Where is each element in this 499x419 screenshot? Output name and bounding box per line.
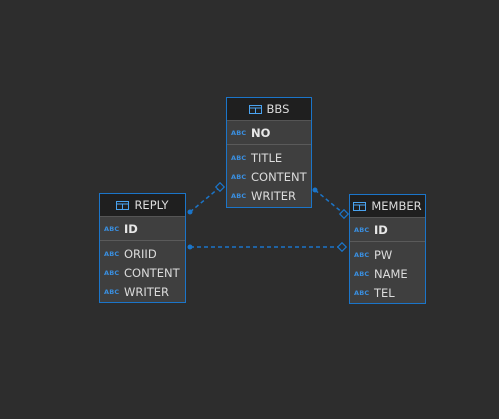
entity-header[interactable]: REPLY <box>100 194 185 217</box>
column-name: WRITER <box>124 284 170 299</box>
column-name: NAME <box>374 266 408 281</box>
column-name: ID <box>124 221 138 236</box>
column-name: TEL <box>374 285 395 300</box>
entity-header[interactable]: BBS <box>227 98 311 121</box>
column-name: PW <box>374 247 393 262</box>
column-name: CONTENT <box>124 265 180 280</box>
column-name: TITLE <box>251 150 283 165</box>
column-row[interactable]: ABC TITLE <box>227 148 311 167</box>
column-row[interactable]: ABC TEL <box>350 283 425 302</box>
abc-type-icon: ABC <box>354 288 370 297</box>
relation-reply-bbs <box>189 187 220 213</box>
abc-type-icon: ABC <box>104 268 120 277</box>
entity-title: BBS <box>266 102 290 116</box>
column-row[interactable]: ABC CONTENT <box>100 263 185 282</box>
abc-type-icon: ABC <box>231 128 247 137</box>
column-name: ORIID <box>124 246 157 261</box>
column-name: NO <box>251 125 271 140</box>
entity-member[interactable]: MEMBER ABC ID ABC PW ABC NAME ABC TEL <box>349 194 426 304</box>
table-icon <box>353 201 367 211</box>
relation-endpoint-dot <box>312 187 318 193</box>
relation-endpoint-diamond <box>338 208 350 220</box>
entity-bbs[interactable]: BBS ABC NO ABC TITLE ABC CONTENT ABC WRITER <box>226 97 312 208</box>
relation-endpoint-dot <box>187 209 193 215</box>
column-name: CONTENT <box>251 169 307 184</box>
abc-type-icon: ABC <box>231 153 247 162</box>
column-row[interactable]: ABC ORIID <box>100 244 185 263</box>
column-row[interactable]: ABC CONTENT <box>227 167 311 186</box>
table-icon <box>248 104 262 114</box>
abc-type-icon: ABC <box>354 225 370 234</box>
entity-title: REPLY <box>134 198 169 212</box>
primary-key-row[interactable]: ABC NO <box>227 121 311 145</box>
abc-type-icon: ABC <box>354 269 370 278</box>
primary-key-row[interactable]: ABC ID <box>350 218 425 242</box>
column-name: WRITER <box>251 188 297 203</box>
entity-title: MEMBER <box>371 199 422 213</box>
relation-endpoint-diamond <box>336 241 348 253</box>
abc-type-icon: ABC <box>104 287 120 296</box>
column-row[interactable]: ABC NAME <box>350 264 425 283</box>
entity-reply[interactable]: REPLY ABC ID ABC ORIID ABC CONTENT ABC WRIT… <box>99 193 186 303</box>
primary-key-row[interactable]: ABC ID <box>100 217 185 241</box>
abc-type-icon: ABC <box>104 249 120 258</box>
column-name: ID <box>374 222 388 237</box>
table-icon <box>116 200 130 210</box>
column-row[interactable]: ABC PW <box>350 245 425 264</box>
abc-type-icon: ABC <box>231 191 247 200</box>
abc-type-icon: ABC <box>354 250 370 259</box>
relation-endpoint-diamond <box>214 181 226 193</box>
relation-bbs-member <box>314 189 344 214</box>
abc-type-icon: ABC <box>231 172 247 181</box>
entity-header[interactable]: MEMBER <box>350 195 425 218</box>
abc-type-icon: ABC <box>104 224 120 233</box>
column-row[interactable]: ABC WRITER <box>227 186 311 205</box>
relation-endpoint-dot <box>187 244 193 250</box>
column-row[interactable]: ABC WRITER <box>100 282 185 301</box>
